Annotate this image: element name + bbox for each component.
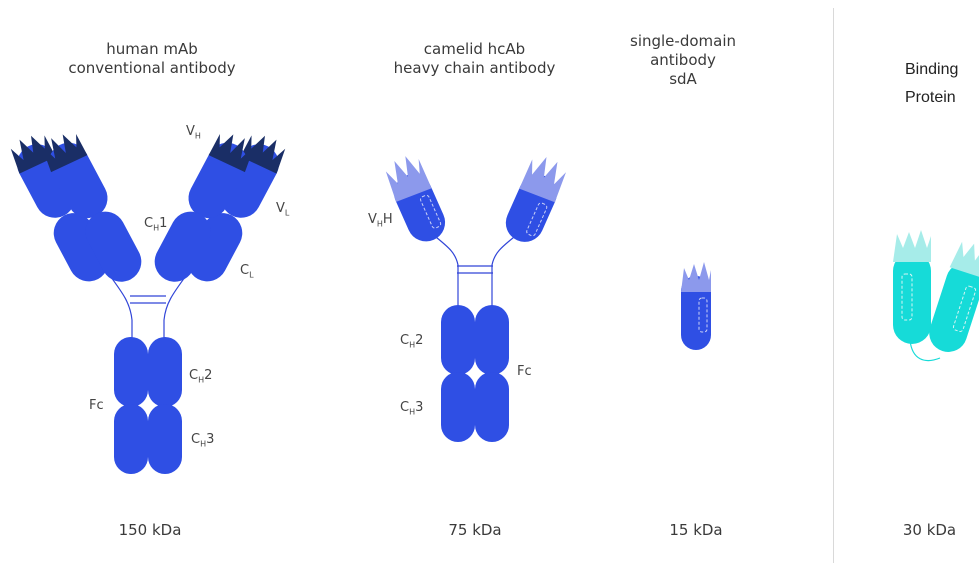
hcab-label-ch2-suffix: 2 — [415, 333, 423, 348]
hcab-label-ch2-main: C — [400, 333, 409, 348]
mab-label-ch3-suffix: 3 — [206, 432, 214, 447]
mab-ch3-left-domain — [114, 404, 148, 474]
sda-weight: 15 kDa — [646, 521, 746, 539]
binding-domain-left — [893, 252, 931, 344]
mab-weight: 150 kDa — [100, 521, 200, 539]
mab-label-vh-main: V — [186, 124, 195, 139]
mab-label-ch2: CH2 — [189, 368, 212, 385]
binding-tip-left — [893, 230, 931, 262]
hcab-weight: 75 kDa — [425, 521, 525, 539]
hcab-label-fc: Fc — [517, 364, 532, 379]
hcab-label-ch3-suffix: 3 — [415, 400, 423, 415]
mab-label-ch1-suffix: 1 — [159, 216, 167, 231]
mab-structure — [5, 127, 290, 474]
mab-label-cl: CL — [240, 263, 254, 280]
mab-label-ch3-main: C — [191, 432, 200, 447]
mab-label-vl-sub: L — [285, 209, 289, 218]
binding-protein-structure — [893, 230, 979, 361]
mab-ch2-right-domain — [148, 337, 182, 407]
mab-label-ch1-main: C — [144, 216, 153, 231]
sda-tip — [681, 262, 711, 292]
mab-label-fc: Fc — [89, 398, 104, 413]
hcab-structure — [381, 152, 571, 442]
mab-label-ch2-main: C — [189, 368, 198, 383]
mab-label-vl-main: V — [276, 201, 285, 216]
mab-label-vh-sub: H — [195, 132, 201, 141]
hcab-ch2-right-domain — [475, 305, 509, 375]
mab-ch3-right-domain — [148, 404, 182, 474]
mab-label-cl-sub: L — [249, 271, 253, 280]
hcab-label-ch3: CH3 — [400, 400, 423, 417]
hcab-ch3-right-domain — [475, 372, 509, 442]
mab-label-ch3: CH3 — [191, 432, 214, 449]
hcab-label-vhh-suffix: H — [383, 212, 393, 227]
hcab-label-vhh: VHH — [368, 212, 393, 229]
mab-label-ch1: CH1 — [144, 216, 167, 233]
hcab-ch2-left-domain — [441, 305, 475, 375]
mab-label-ch2-suffix: 2 — [204, 368, 212, 383]
mab-label-vh: VH — [186, 124, 201, 141]
hcab-label-vhh-main: V — [368, 212, 377, 227]
sda-structure — [681, 262, 711, 350]
binding-weight: 30 kDa — [880, 521, 979, 539]
mab-label-vl: VL — [276, 201, 289, 218]
hcab-label-ch2: CH2 — [400, 333, 423, 350]
hcab-label-ch3-main: C — [400, 400, 409, 415]
mab-label-cl-main: C — [240, 263, 249, 278]
hcab-ch3-left-domain — [441, 372, 475, 442]
mab-ch2-left-domain — [114, 337, 148, 407]
